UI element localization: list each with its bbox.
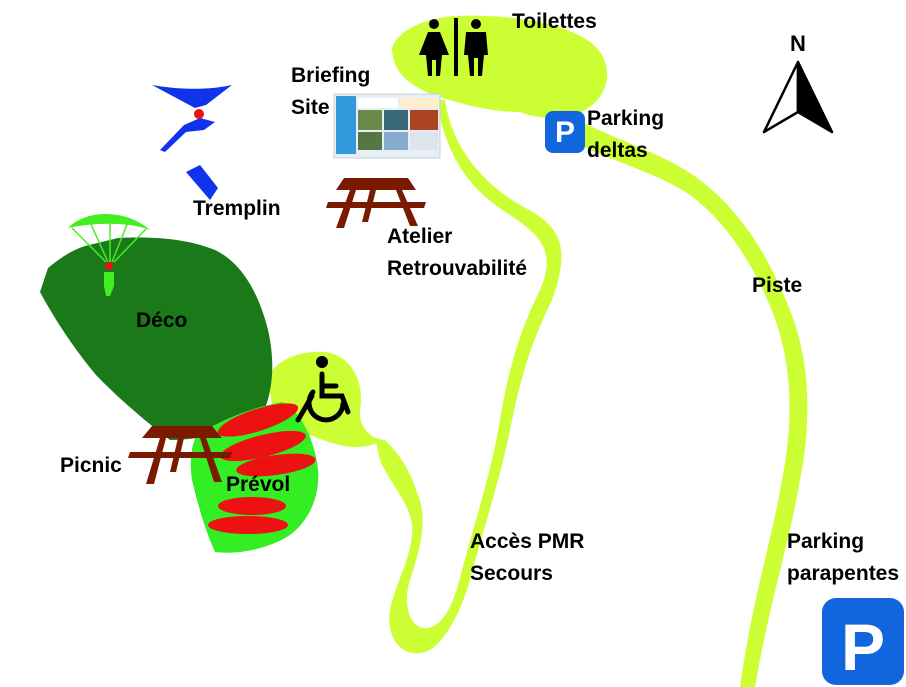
- toilets-icon: [419, 18, 488, 76]
- label-parking-deltas: Parking deltas: [587, 107, 665, 162]
- briefing-board-image: [333, 93, 441, 159]
- ramp: [208, 516, 288, 534]
- ramp: [217, 403, 299, 437]
- hang-glider-icon: [152, 85, 232, 200]
- ramp: [218, 497, 286, 515]
- label-picnic: Picnic: [60, 454, 122, 477]
- label-tremplin: Tremplin: [193, 197, 281, 220]
- label-toilettes: Toilettes: [512, 10, 597, 33]
- label-briefing-site: Briefing Site: [291, 64, 371, 119]
- svg-text:P: P: [841, 610, 885, 684]
- deco-area: [40, 237, 273, 440]
- ramp: [236, 453, 316, 477]
- paraglider-icon: [68, 214, 150, 296]
- label-atelier: Atelier Retrouvabilité: [387, 225, 528, 280]
- ramp: [220, 430, 306, 462]
- parking-icon: P: [822, 598, 904, 685]
- compass-north-icon: N: [762, 31, 834, 134]
- access-trail: [372, 100, 562, 654]
- top-area: [392, 15, 608, 118]
- picnic-table-icon: [128, 426, 232, 484]
- picnic-table-icon: [326, 178, 426, 228]
- piste-trail: [548, 110, 808, 687]
- label-acces-pmr: Accès PMR Secours: [470, 530, 585, 585]
- label-deco: Déco: [136, 309, 188, 332]
- svg-text:P: P: [555, 116, 575, 149]
- label-prevol: Prévol: [226, 473, 291, 496]
- takeoff-ramps: [208, 403, 316, 534]
- wheelchair-icon: [295, 356, 351, 423]
- compass-label: N: [790, 31, 806, 56]
- label-piste: Piste: [752, 274, 803, 297]
- label-parking-parapentes: Parking parapentes: [787, 530, 900, 585]
- parking-icon: P: [545, 111, 585, 153]
